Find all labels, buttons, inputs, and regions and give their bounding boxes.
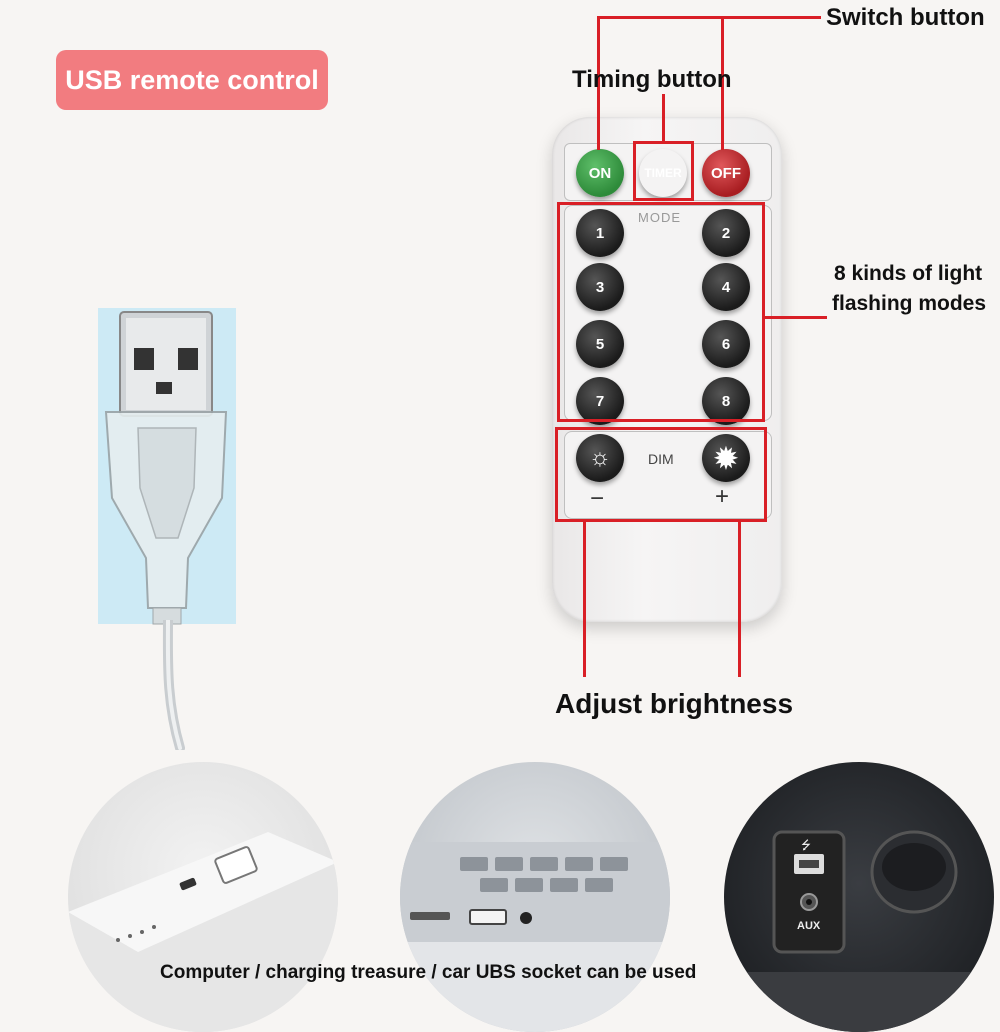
usb-symbol-icon: ⭍ [801, 838, 811, 852]
timer-button[interactable]: TIMER [639, 149, 687, 197]
dim-up-button[interactable]: ✹ [702, 434, 750, 482]
mode-button-2[interactable]: 2 [702, 209, 750, 257]
mode-button-6[interactable]: 6 [702, 320, 750, 368]
dim-down-button[interactable]: ☼ [576, 434, 624, 482]
mode-button-1[interactable]: 1 [576, 209, 624, 257]
switch-button-label: Switch button [826, 4, 985, 31]
modes-label-line2: flashing modes [832, 292, 987, 315]
usb-plug-image [98, 308, 236, 625]
dim-highlight [555, 427, 767, 522]
mode-button-5[interactable]: 5 [576, 320, 624, 368]
usb-cable [162, 620, 185, 750]
sun-large-icon: ✹ [714, 442, 738, 474]
title-badge: USB remote control [56, 50, 328, 110]
remote-control: ON TIMER OFF MODE 1 2 3 4 5 6 7 8 ☼ DIM … [552, 117, 782, 622]
timer-highlight [633, 141, 694, 201]
minus-sign: − [590, 485, 605, 512]
switch-line-right [721, 16, 724, 150]
modes-line [765, 316, 827, 319]
switch-line-top [597, 16, 821, 19]
aux-label: AUX [797, 920, 821, 932]
brightness-label: Adjust brightness [555, 688, 794, 719]
on-button[interactable]: ON [576, 149, 624, 197]
mode-button-7[interactable]: 7 [576, 377, 624, 425]
car-socket-photo: AUX ⭍ [724, 762, 994, 1032]
power-bank-photo [68, 762, 338, 1032]
timer-line [662, 94, 665, 142]
timing-button-label: Timing button [572, 66, 732, 93]
sun-small-icon: ☼ [589, 444, 611, 471]
modes-highlight [557, 202, 765, 422]
mode-button-3[interactable]: 3 [576, 263, 624, 311]
plus-sign: + [715, 483, 730, 510]
modes-label-line1: 8 kinds of light [834, 262, 983, 285]
mode-button-4[interactable]: 4 [702, 263, 750, 311]
switch-line-left [597, 16, 600, 150]
laptop-photo [400, 762, 670, 1032]
brightness-line-right [738, 522, 741, 677]
dim-label: DIM [648, 451, 674, 467]
footer-caption: Computer / charging treasure / car UBS s… [160, 962, 697, 983]
mode-button-8[interactable]: 8 [702, 377, 750, 425]
off-button[interactable]: OFF [702, 149, 750, 197]
mode-label: MODE [638, 210, 681, 225]
brightness-line-left [583, 522, 586, 677]
